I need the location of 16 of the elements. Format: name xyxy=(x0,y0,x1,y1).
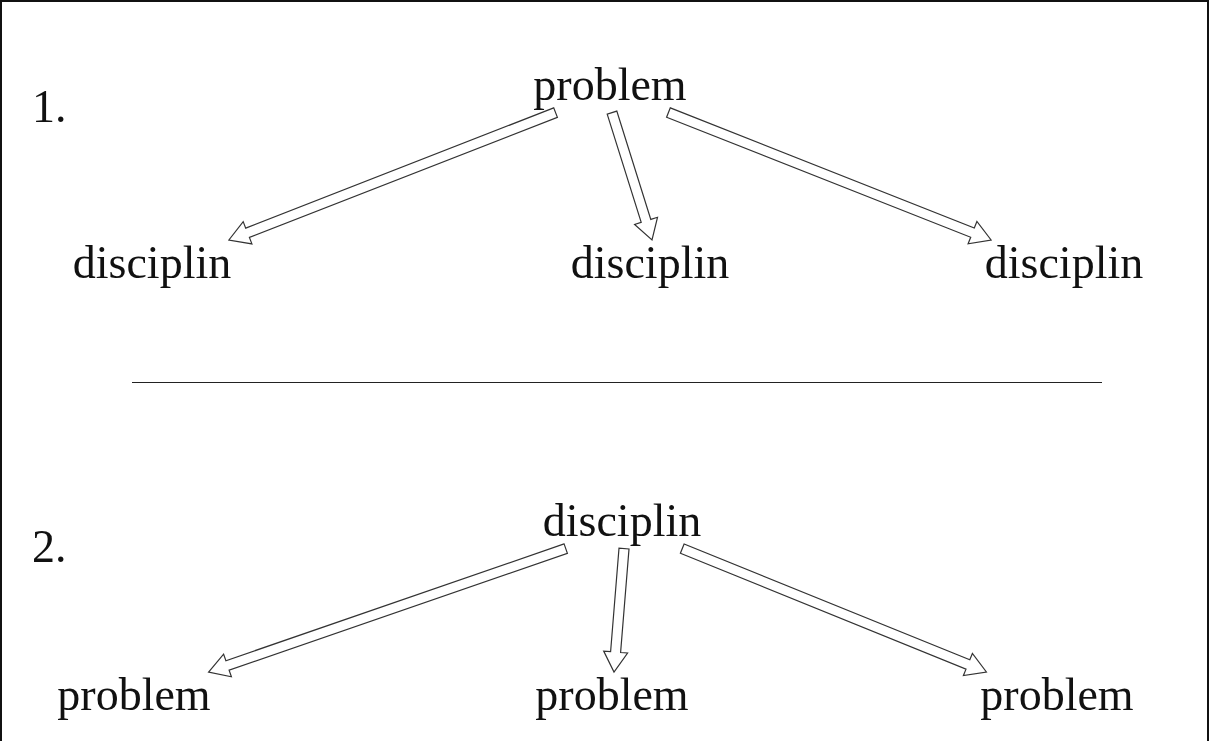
node-label: disciplin xyxy=(566,238,734,289)
node-label: disciplin xyxy=(538,496,706,547)
hollow-arrow xyxy=(602,547,630,674)
node-label: problem xyxy=(976,670,1138,721)
node-label: problem xyxy=(53,670,215,721)
node-label: problem xyxy=(529,60,691,111)
step-number: 2. xyxy=(32,522,67,573)
hollow-arrow xyxy=(679,543,988,677)
node-label: disciplin xyxy=(68,238,236,289)
node-label: disciplin xyxy=(980,238,1148,289)
step-number: 1. xyxy=(32,82,67,133)
hollow-arrow xyxy=(665,107,993,245)
hollow-arrow xyxy=(227,107,559,245)
hollow-arrow xyxy=(207,543,569,678)
node-label: problem xyxy=(531,670,693,721)
hollow-arrow xyxy=(606,110,659,242)
